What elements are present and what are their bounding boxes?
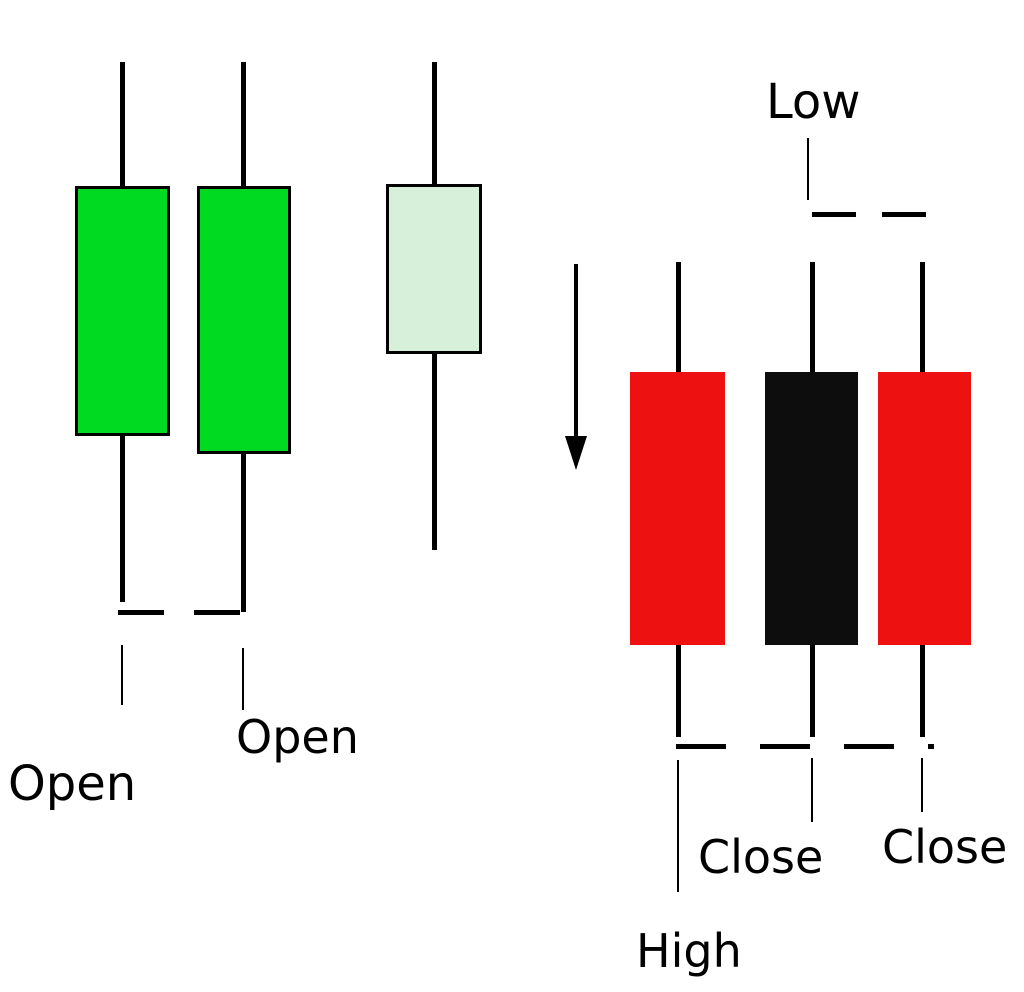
down-arrow-icon [565, 264, 587, 470]
bullish-candle-body [197, 186, 291, 454]
close-leader-line [811, 758, 813, 822]
close-label: Close [882, 820, 1008, 874]
candle-upper-wick [432, 62, 437, 184]
candle-upper-wick [810, 262, 815, 372]
bearish-candle-body [630, 372, 725, 645]
close-label: Close [698, 830, 824, 884]
candle-lower-wick [120, 436, 125, 602]
candle-lower-wick [432, 354, 437, 550]
open-level-dashed-line [118, 610, 248, 615]
bearish-candle-body [878, 372, 971, 645]
candle-upper-wick [241, 62, 246, 186]
candle-upper-wick [920, 262, 925, 372]
candle-lower-wick [676, 645, 681, 737]
low-label: Low [766, 74, 861, 130]
close-level-dashed-line [676, 744, 934, 749]
open-leader-line [242, 648, 244, 710]
open-leader-line [121, 645, 123, 705]
candle-lower-wick [810, 645, 815, 737]
bullish-pale-candle-body [386, 184, 482, 354]
open-label: Open [236, 710, 359, 764]
low-leader-line [807, 138, 809, 200]
open-label: Open [8, 756, 137, 812]
candle-lower-wick [920, 645, 925, 737]
bearish-black-candle-body [765, 372, 858, 645]
candle-upper-wick [676, 262, 681, 372]
bullish-candle-body [75, 186, 170, 436]
candle-lower-wick [241, 454, 246, 612]
close-leader-line [921, 758, 923, 812]
low-level-dashed-line [812, 212, 930, 217]
high-label: High [636, 924, 742, 978]
candle-upper-wick [120, 62, 125, 186]
high-leader-line [677, 760, 679, 892]
